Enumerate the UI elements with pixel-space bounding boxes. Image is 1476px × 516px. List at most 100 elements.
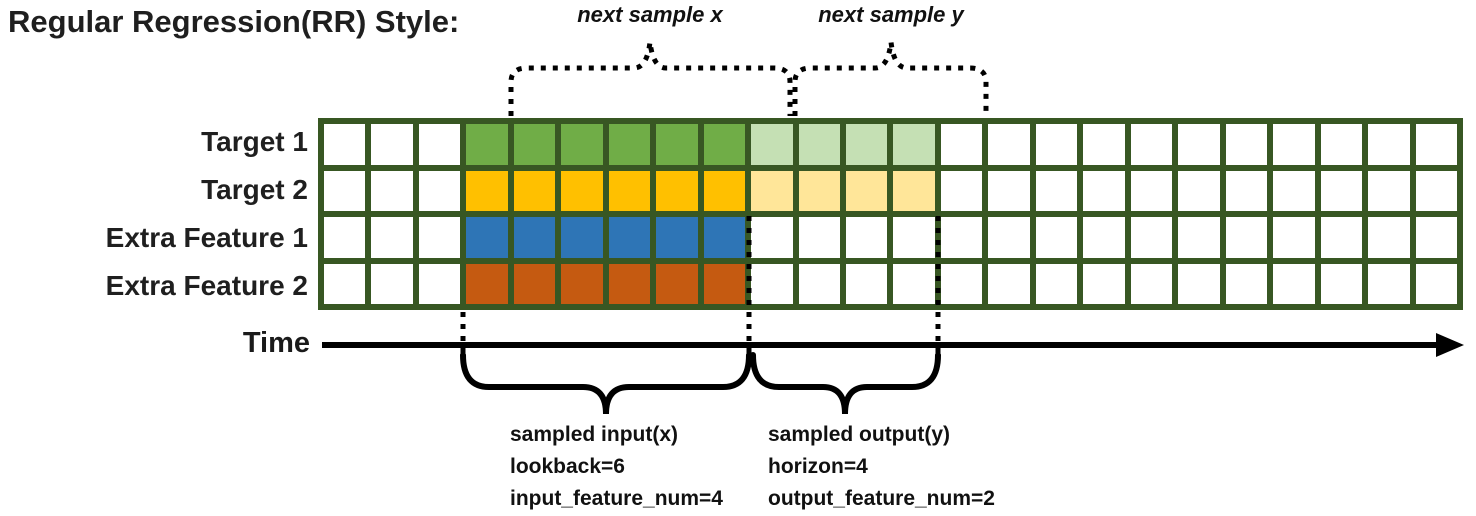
- grid-cell: [1320, 170, 1363, 211]
- next-sample-x-brace: [508, 41, 793, 116]
- time-arrow-head: [1436, 333, 1464, 357]
- grid-cell: [1225, 124, 1268, 165]
- grid-cell: [798, 124, 841, 165]
- grid-cell: [656, 124, 698, 165]
- grid-cell: [418, 124, 461, 165]
- next-sample-x-label: next sample x: [577, 2, 723, 27]
- grid-cell: [1273, 170, 1315, 211]
- grid-cell: [751, 263, 793, 304]
- grid-cell: [561, 217, 603, 258]
- grid-cell: [1225, 263, 1268, 304]
- grid-cell: [703, 217, 746, 258]
- grid-cell: [1083, 217, 1125, 258]
- grid-cell: [513, 263, 556, 304]
- grid-cell: [846, 170, 888, 211]
- diagram-title: Regular Regression(RR) Style:: [8, 4, 460, 39]
- grid-cell: [513, 217, 556, 258]
- grid-cell: [1320, 217, 1363, 258]
- grid-cell: [656, 170, 698, 211]
- grid-cell: [1130, 217, 1173, 258]
- sampled-output-brace: [750, 352, 941, 415]
- grid-cell: [1130, 170, 1173, 211]
- grid-cell: [466, 217, 508, 258]
- grid-cell: [371, 217, 413, 258]
- grid-cell: [324, 124, 366, 165]
- grid-cell: [1273, 263, 1315, 304]
- grid-cell: [940, 170, 983, 211]
- grid-cell: [1035, 263, 1078, 304]
- grid-cell: [608, 263, 651, 304]
- grid-cell: [1415, 170, 1457, 211]
- grid-cell: [893, 217, 935, 258]
- grid-cell: [893, 170, 935, 211]
- grid-cell: [656, 263, 698, 304]
- row-label-target-2: Target 2: [201, 174, 308, 205]
- grid-cell: [846, 263, 888, 304]
- grid-cell: [893, 263, 935, 304]
- sampled-output-annotation: sampled output(y) horizon=4 output_featu…: [768, 423, 995, 510]
- grid-cell: [751, 217, 793, 258]
- grid-cell: [1320, 124, 1363, 165]
- grid-cell: [561, 170, 603, 211]
- grid-cell: [418, 217, 461, 258]
- grid-cell: [703, 124, 746, 165]
- grid-cell: [988, 217, 1030, 258]
- grid-cell: [561, 263, 603, 304]
- grid-cell: [1130, 124, 1173, 165]
- sampled-input-annotation: sampled input(x) lookback=6 input_featur…: [510, 423, 723, 510]
- time-axis-label: Time: [242, 327, 310, 359]
- grid-cell: [1035, 170, 1078, 211]
- grid-cell: [513, 124, 556, 165]
- grid-cell: [940, 124, 983, 165]
- grid-cell: [846, 217, 888, 258]
- grid-cell: [798, 170, 841, 211]
- grid-cell: [846, 124, 888, 165]
- grid-cell: [893, 124, 935, 165]
- grid-cell: [1225, 170, 1268, 211]
- grid-cell: [1415, 263, 1457, 304]
- grid-cell: [466, 170, 508, 211]
- grid-cell: [1368, 263, 1410, 304]
- row-label-extra-feature-2: Extra Feature 2: [105, 270, 308, 301]
- grid-cell: [1178, 124, 1220, 165]
- grid-cell: [1130, 263, 1173, 304]
- grid-cell: [324, 263, 366, 304]
- grid-cell: [1083, 124, 1125, 165]
- grid-cell: [418, 170, 461, 211]
- grid-cell: [988, 170, 1030, 211]
- grid-cell: [751, 124, 793, 165]
- grid-cell: [371, 170, 413, 211]
- grid-cell: [324, 170, 366, 211]
- grid-cell: [1178, 217, 1220, 258]
- grid-cell: [1083, 170, 1125, 211]
- grid-cell: [988, 263, 1030, 304]
- grid-cell: [656, 217, 698, 258]
- grid-cell: [988, 124, 1030, 165]
- grid-cell: [513, 170, 556, 211]
- grid-cell: [1320, 263, 1363, 304]
- grid-cell: [418, 263, 461, 304]
- grid-cell: [1083, 263, 1125, 304]
- grid-cell: [703, 263, 746, 304]
- grid-cell: [371, 263, 413, 304]
- grid-cell: [1035, 217, 1078, 258]
- grid-cell: [703, 170, 746, 211]
- grid-cell: [608, 217, 651, 258]
- grid-cell: [940, 263, 983, 304]
- grid-cell: [1368, 217, 1410, 258]
- sample-grid: [318, 118, 1463, 310]
- grid-cell: [1035, 124, 1078, 165]
- grid-cell: [608, 170, 651, 211]
- grid-cell: [1273, 124, 1315, 165]
- grid-cell: [1368, 124, 1410, 165]
- grid-cell: [324, 217, 366, 258]
- grid-cell: [798, 217, 841, 258]
- grid-cell: [608, 124, 651, 165]
- row-label-target-1: Target 1: [201, 126, 308, 157]
- row-label-extra-feature-1: Extra Feature 1: [105, 222, 308, 253]
- grid-cell: [1273, 217, 1315, 258]
- grid-cell: [940, 217, 983, 258]
- grid-cell: [1415, 124, 1457, 165]
- grid-cell: [371, 124, 413, 165]
